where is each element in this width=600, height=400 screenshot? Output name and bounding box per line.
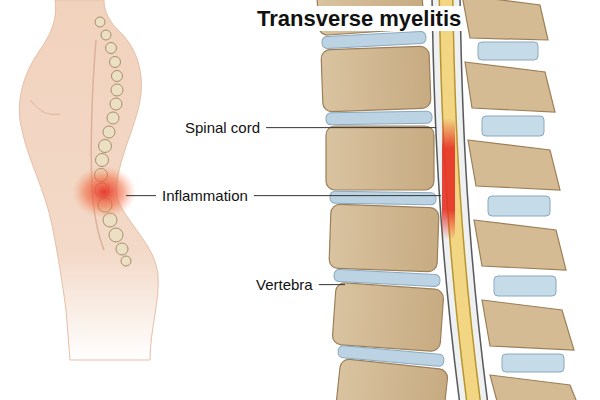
spine-vertebra <box>107 112 119 124</box>
inflammation-glow <box>72 166 136 218</box>
spine-vertebra <box>116 243 128 255</box>
spinous-process <box>468 140 560 190</box>
vertebral-body <box>326 126 434 190</box>
spinous-process <box>465 62 555 112</box>
spinous-process <box>490 375 578 400</box>
intervertebral-discs <box>322 31 445 366</box>
disc <box>326 111 432 125</box>
leader-line <box>319 284 345 285</box>
spine-vertebra <box>101 30 111 40</box>
spine-vertebra <box>96 154 109 167</box>
spine-vertebra <box>121 256 131 266</box>
vertebral-bodies <box>317 0 449 400</box>
vertebral-body <box>329 204 439 272</box>
vertebral-body <box>332 282 444 351</box>
spine-vertebra <box>95 17 105 27</box>
disc <box>330 191 436 205</box>
spine-vertebra <box>106 43 117 54</box>
ligament <box>488 196 550 216</box>
spine-vertebra <box>109 228 123 242</box>
spinous-process <box>482 300 574 350</box>
ligament <box>482 116 544 136</box>
leader-line <box>254 195 441 196</box>
vertebral-body <box>321 46 431 112</box>
part-label: Spinal cord <box>183 119 262 136</box>
spine-vertebra <box>99 140 112 153</box>
disc <box>322 31 426 48</box>
cord-inflammation <box>442 118 455 240</box>
ligament <box>478 42 538 60</box>
spine-vertebra <box>103 126 115 138</box>
spinous-process <box>462 0 548 40</box>
chest-outline <box>30 100 60 114</box>
spine-vertebra <box>110 98 122 110</box>
ligament <box>502 354 564 372</box>
leader-line <box>266 127 436 128</box>
body-figure <box>19 0 158 360</box>
spine-vertebra <box>110 57 121 68</box>
diagram-title: Transverse myelitis <box>255 6 463 31</box>
figure-spine <box>95 17 132 266</box>
spine-vertebra <box>111 84 123 96</box>
part-label: Vertebra <box>254 276 315 293</box>
ligament <box>494 276 556 296</box>
disc <box>334 269 440 287</box>
disc <box>338 345 445 366</box>
leader-line <box>126 195 156 196</box>
torso-silhouette <box>19 0 158 360</box>
part-label: Inflammation <box>160 187 250 204</box>
spine-vertebra <box>112 71 123 82</box>
spinous-process <box>474 220 566 270</box>
ligaments <box>478 42 564 372</box>
